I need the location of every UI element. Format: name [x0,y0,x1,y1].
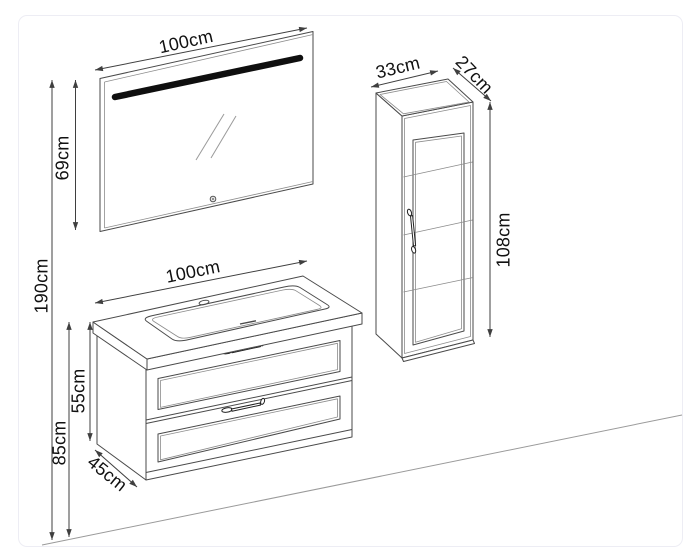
label-vanity-cabinet-height: 55cm [68,368,89,414]
led-mirror [99,31,314,232]
tall-cabinet-handle [406,208,417,254]
dim-line-vanity-width [94,259,308,305]
vanity-drawer1-panel [157,340,341,410]
vanity-drawer2-panel-inner [160,398,338,461]
dim-line-column-width [370,70,439,88]
label-tall-cabinet-height: 108cm [493,212,514,268]
tall-cabinet-door-panel [412,132,465,346]
dim-line-mirror-width [94,26,308,72]
dim-line-column-depth [452,67,492,102]
tall-cabinet-door [404,105,471,354]
tall-cabinet-door-panel-inner [415,135,462,343]
tall-cabinet [375,78,475,362]
vanity-unit [92,275,363,481]
dim-line-vanity-depth [94,449,138,488]
vanity-drawer1-panel-inner [160,342,338,408]
vanity-drawer2-panel [157,395,341,463]
tall-cabinet-base [401,339,475,362]
tall-cabinet-left-face [375,92,403,359]
vanity-overflow-slot [239,320,257,325]
mirror-touch-sensor-dot [212,198,214,200]
vanity-drawer-gaps [145,376,353,473]
floor-wall-line [41,414,683,546]
dimension-lines [49,26,493,540]
mirror-reflection-lines [195,113,237,161]
label-mirror-height: 69cm [52,135,73,181]
tall-cabinet-shelf-lines [403,161,474,293]
label-overall-height: 190cm [31,258,52,314]
vanity-drawer2-handle [221,397,266,413]
label-floor-to-countertop: 85cm [49,420,70,466]
